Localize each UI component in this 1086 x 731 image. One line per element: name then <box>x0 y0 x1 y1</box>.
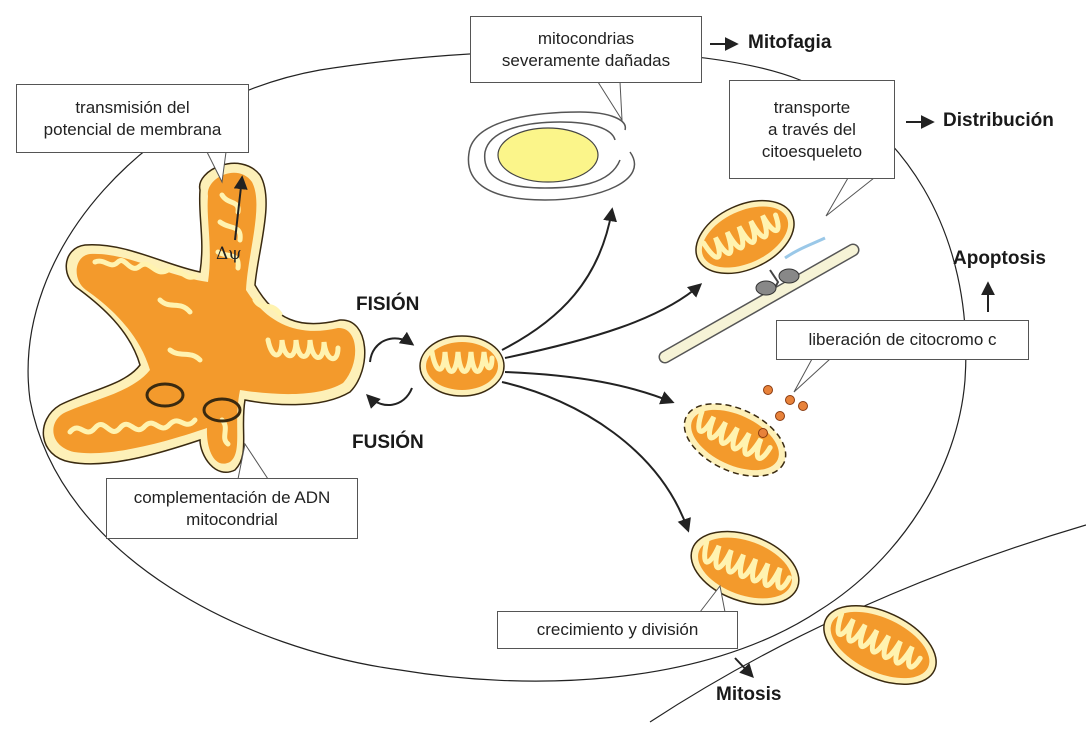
callout-dna-complementation: complementación de ADN mitocondrial <box>106 478 358 539</box>
mitochondrion-center <box>420 336 504 396</box>
arrow-to-growth <box>502 382 688 530</box>
label-apoptosis: Apoptosis <box>953 248 1046 270</box>
label-fusion: FUSIÓN <box>352 432 424 454</box>
mitochondrion-growth <box>681 518 809 618</box>
fusion-arrow <box>368 388 412 405</box>
callout-cytochrome-release: liberación de citocromo c <box>776 320 1029 360</box>
arrow-to-apoptosis <box>505 372 672 402</box>
arrow-to-mitophagy <box>502 210 612 350</box>
label-mitophagy: Mitofagia <box>748 32 831 54</box>
mitochondrion-daughter <box>812 590 949 701</box>
callout-growth-division: crecimiento y división <box>497 611 738 649</box>
pointer-cytochrome <box>794 359 830 392</box>
pointer-growth <box>700 586 725 612</box>
callout-cytoskeleton-transport: transporte a través del citoesqueleto <box>729 80 895 179</box>
arrow-mitosis <box>735 658 752 676</box>
mitochondrion-apoptotic <box>673 389 797 491</box>
label-distribution: Distribución <box>943 110 1054 132</box>
delta-psi-symbol: Δψ <box>216 244 242 264</box>
pointer-transport <box>826 178 874 216</box>
label-mitosis: Mitosis <box>716 684 781 706</box>
mitochondrial-network <box>43 163 364 472</box>
autophagosome <box>468 112 634 200</box>
callout-damaged-mitochondria: mitocondrias severamente dañadas <box>470 16 702 83</box>
fission-arrow <box>370 338 412 362</box>
callout-membrane-potential: transmisión del potencial de membrana <box>16 84 249 153</box>
cytochrome-c-molecules <box>759 386 808 438</box>
label-fission: FISIÓN <box>356 294 419 316</box>
